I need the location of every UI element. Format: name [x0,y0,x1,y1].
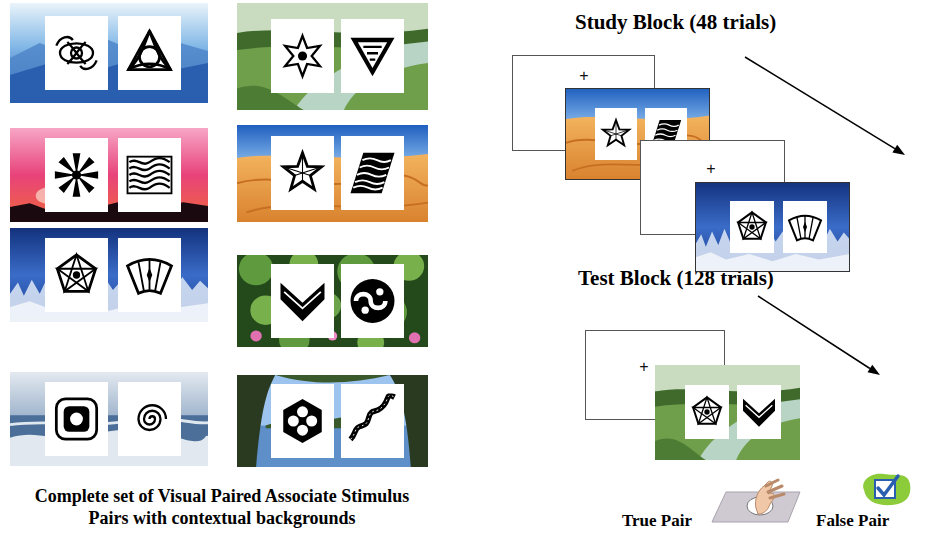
stimulus-panel [10,228,208,322]
stimulus-panel [237,375,428,467]
stimulus-panel [10,128,208,222]
study-stimulus-screen [695,182,850,272]
fixation-cross: + [639,359,648,375]
fixation-cross: + [579,68,588,84]
stimulus-panel [237,255,428,347]
block-heading: Study Block (48 trials) [575,10,776,34]
response-label: True Pair [622,511,692,531]
stimulus-panel [10,3,208,103]
stimulus-panel [237,125,428,222]
test-stimulus-screen [655,365,800,460]
figure-caption: Complete set of Visual Paired Associate … [27,486,417,529]
mouse-icon [708,478,803,528]
stimulus-panel [237,3,428,110]
stimulus-panel [10,372,208,466]
checkbox-icon [858,470,914,508]
response-label: False Pair [816,511,889,531]
fixation-cross: + [706,161,715,177]
